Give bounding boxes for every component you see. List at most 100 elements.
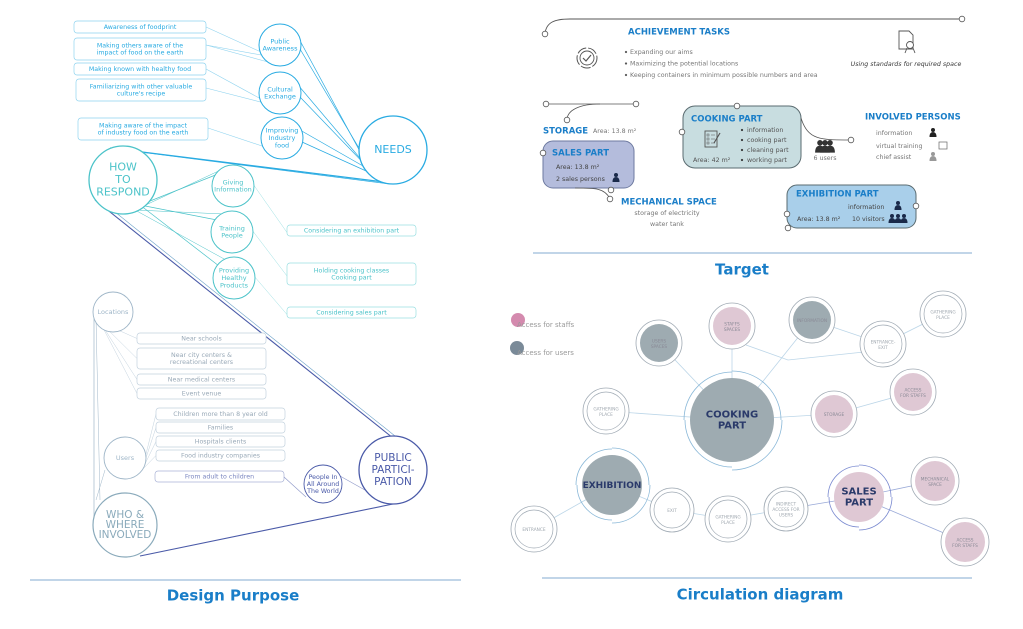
who-where-involved-circle [92, 492, 158, 558]
node-circle [793, 301, 831, 339]
circulation-node-label-line: PLACE [599, 411, 613, 417]
ring-arc [858, 464, 892, 498]
involved-row: information [876, 130, 912, 137]
circulation-node-label-line: ENTRANCE [522, 527, 546, 533]
user-access-legend-label: Access for users [517, 349, 574, 357]
connector-line [99, 321, 138, 394]
circulation-node-label-line: USERS [779, 512, 794, 518]
connector-node [607, 186, 615, 194]
ring-arc [611, 447, 650, 486]
connector-node [847, 136, 855, 144]
pencil [713, 132, 721, 144]
respond-box [286, 306, 417, 319]
connector-line [99, 321, 138, 380]
node-circle [586, 391, 626, 431]
sales-person-icon [612, 173, 620, 182]
needs-box-text: Making known with healthy food [89, 66, 191, 73]
tick [706, 137, 710, 141]
needs-topic-circle [258, 71, 302, 115]
connector-node [784, 224, 792, 232]
public-participation-label-line: PARTICI- [371, 464, 414, 476]
head [827, 140, 833, 146]
respond-box [286, 224, 417, 237]
respond-box [286, 262, 417, 286]
head [931, 152, 935, 156]
exhibition-info: information [848, 204, 884, 211]
user-box-text-line: Children more than 8 year old [173, 411, 267, 418]
circulation-node-label-line: SPACES [651, 343, 668, 349]
connector-node [632, 100, 640, 108]
circulation-node [708, 302, 756, 350]
head [817, 140, 823, 146]
head [890, 214, 894, 218]
sales-part-heading: SALES PART [552, 149, 609, 159]
circulation-node-label: EXIT [667, 508, 677, 514]
needs-box-text-line: of industry food on the earth [98, 130, 189, 137]
needs-topic-label-line: food [275, 141, 289, 149]
circulation-node [788, 296, 836, 344]
circulation-node-label-line: EXIT [878, 344, 888, 350]
connector-node [542, 100, 550, 108]
needs-circle [358, 115, 428, 185]
people-around-world-label-line: People In [309, 474, 338, 481]
connector-curve [566, 103, 601, 121]
bullet [624, 50, 628, 54]
connector-node [541, 30, 549, 38]
respond-box-text-line: Holding cooking classes [314, 267, 389, 274]
locations-circle [92, 291, 134, 333]
ring-arc [731, 419, 783, 471]
needs-label: NEEDS [374, 143, 412, 156]
user-box-text: Hospitals clients [195, 439, 247, 446]
connector-curve [574, 187, 611, 200]
node-circle [713, 307, 751, 345]
wedge-line [94, 199, 394, 439]
checklist-icon [704, 130, 721, 148]
circulation-node [919, 290, 967, 338]
connector-line [252, 183, 288, 233]
respond-box-text-line: Cooking part [331, 275, 372, 282]
node-circle [582, 455, 642, 515]
needs-box-text: Awareness of foodprint [104, 24, 177, 31]
seal [906, 41, 914, 49]
respond-topic-circle [212, 256, 256, 300]
node-circle [815, 395, 853, 433]
bullet [740, 148, 744, 152]
connector-node [539, 149, 547, 157]
location-box-text-line: Near city centers & [171, 352, 232, 359]
location-box-text: Near medical centers [168, 377, 235, 384]
public-participation-label-line: PATION [374, 476, 412, 488]
circulation-node-label-line: GATHERING [715, 514, 740, 520]
staff-access-legend-swatch [511, 313, 525, 327]
respond-box-text-line: Considering sales part [316, 310, 387, 317]
circulation-node-label-line: PART [845, 498, 873, 509]
connector-line [141, 455, 157, 471]
person-icon [825, 140, 835, 153]
connector-node [912, 202, 920, 210]
circulation-node-label-line: FOR STAFFS [900, 392, 926, 398]
body [825, 145, 835, 153]
section-title-design-purpose: Design Purpose [167, 587, 300, 605]
location-box [136, 373, 267, 386]
bullet [624, 62, 628, 65]
achievement-bullet: Expanding our aims [630, 49, 693, 56]
ring-arc [683, 371, 733, 421]
needs-box [77, 117, 209, 141]
doc [898, 30, 914, 50]
wedge-line [139, 151, 391, 185]
tick [706, 133, 710, 137]
body [929, 132, 937, 137]
check-inner [579, 50, 595, 66]
storage-heading: STORAGE [543, 127, 588, 137]
connector-line [134, 167, 226, 211]
node-circle [894, 373, 932, 411]
needs-box-text-line: Familiarizing with other valuable [90, 83, 193, 90]
information-person-icon [894, 201, 902, 210]
virtual-training-icon [938, 141, 948, 150]
cooking-bullet: cooking part [747, 137, 787, 144]
connector-line [297, 36, 371, 171]
circulation-node [649, 487, 695, 533]
